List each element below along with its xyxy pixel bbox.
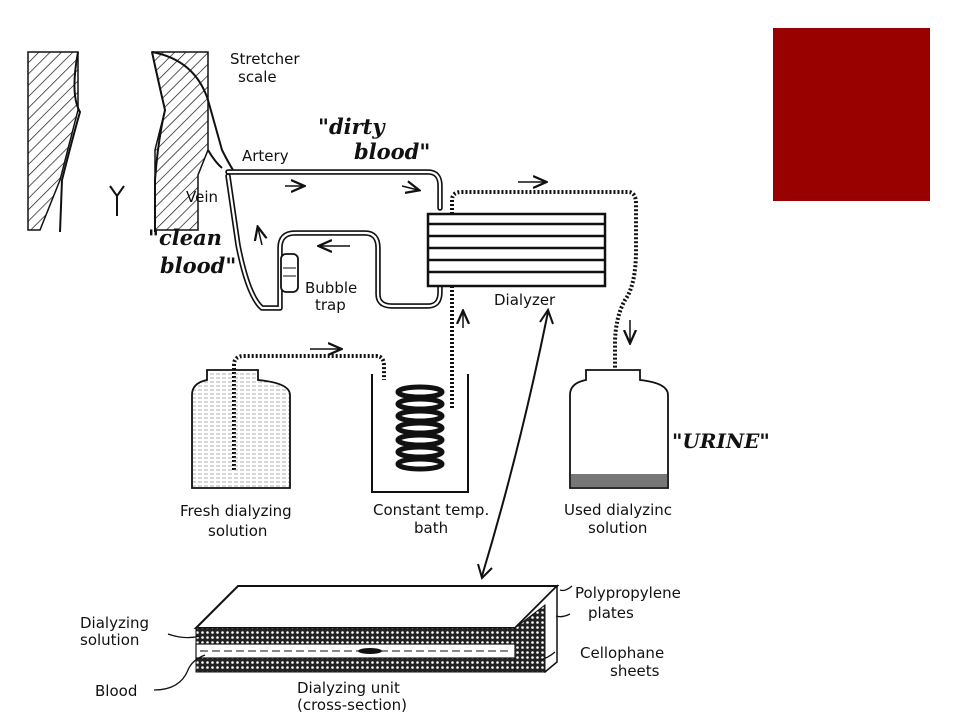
patient-figure — [59, 51, 234, 233]
blood-label: Blood — [95, 682, 137, 700]
vein-label: Vein — [186, 188, 218, 206]
leader-lines — [153, 585, 573, 691]
urine-annotation: "URINE" — [672, 429, 770, 453]
dialyzer-label: Dialyzer — [494, 291, 556, 309]
artery-label: Artery — [242, 147, 289, 165]
connector-arrow — [481, 311, 549, 577]
constant-temp-bath-label: Constant temp.bath — [373, 501, 489, 537]
dialyzer-unit — [426, 212, 607, 288]
flow-arrows — [258, 182, 630, 349]
bubble-trap — [280, 253, 299, 293]
constant-temp-bath — [371, 374, 469, 493]
dialyzing-unit-cross-section — [193, 584, 560, 674]
fresh-solution-bottle — [191, 369, 291, 489]
used-solution-bottle — [569, 369, 669, 489]
stretcher-scale — [27, 51, 209, 231]
accent-red-box — [773, 28, 930, 201]
dialysate-circuit — [232, 190, 638, 470]
dialyzing-unit-label: Dialyzing unit(cross-section) — [297, 679, 407, 714]
